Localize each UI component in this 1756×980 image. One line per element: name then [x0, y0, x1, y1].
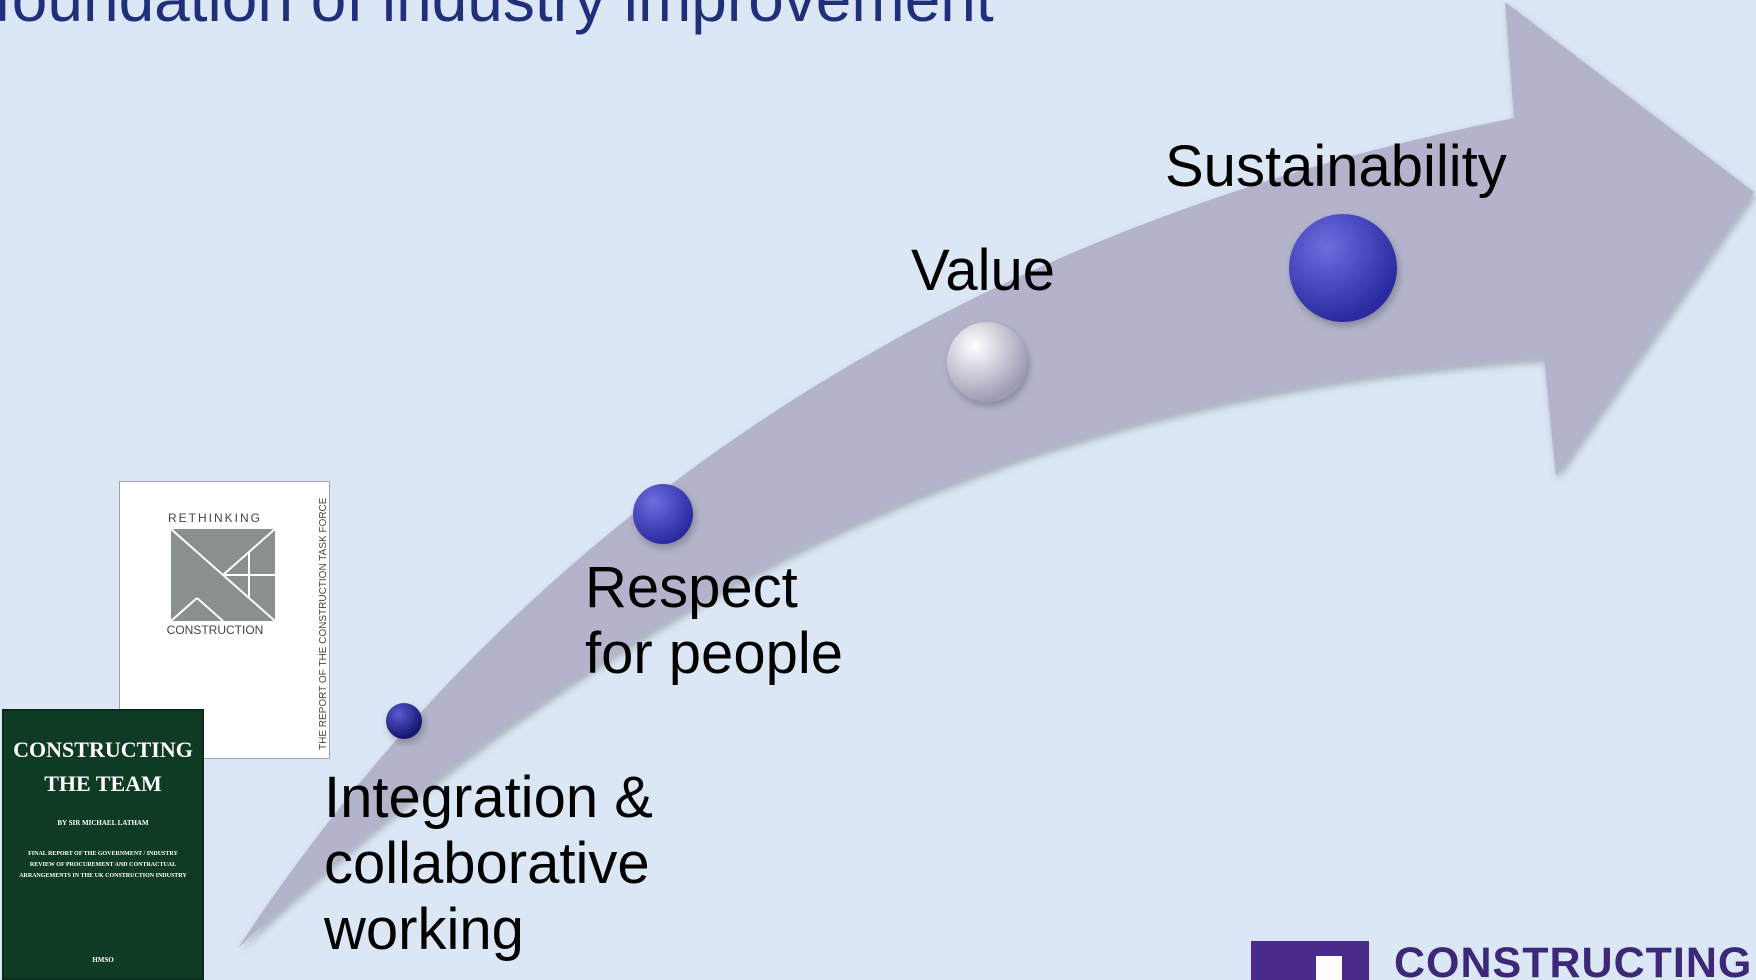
team-cover-publisher: HMSO: [92, 956, 114, 964]
constructing-the-team-cover: CONSTRUCTING THE TEAM BY SIR MICHAEL LAT…: [2, 709, 204, 980]
rethinking-cover-side-text: THE REPORT OF THE CONSTRUCTION TASK FORC…: [318, 497, 329, 750]
label-integration: Integration & collaborative working: [324, 765, 653, 962]
label-sustainability: Sustainability: [1165, 134, 1507, 199]
slide-title: foundation of industry improvement: [0, 0, 994, 36]
milestone-dots: [386, 214, 1397, 739]
sustainability-dot: [1289, 214, 1397, 322]
logo-mark-icon: [1251, 941, 1369, 980]
label-respect: Respect for people: [585, 555, 843, 686]
value-dot: [947, 322, 1027, 402]
integration-dot: [386, 703, 422, 739]
team-cover-subtitle: FINAL REPORT OF THE GOVERNMENT / INDUSTR…: [19, 851, 187, 879]
rethinking-cover-title: RETHINKING: [167, 511, 262, 525]
team-cover-title: CONSTRUCTING THE TEAM: [13, 737, 193, 796]
constructing-excellence-logo: CONSTRUCTING: [1251, 941, 1756, 980]
rethinking-cover-subtitle: CONSTRUCTION: [166, 623, 264, 637]
respect-dot: [633, 484, 693, 544]
logo-text: CONSTRUCTING: [1394, 941, 1753, 980]
team-cover-author: BY SIR MICHAEL LATHAM: [57, 819, 149, 827]
tangram-logo-icon: [171, 529, 275, 621]
label-value: Value: [911, 238, 1056, 303]
rethinking-construction-cover: RETHINKING CONSTRUCTION THE REPORT OF TH…: [119, 481, 330, 759]
